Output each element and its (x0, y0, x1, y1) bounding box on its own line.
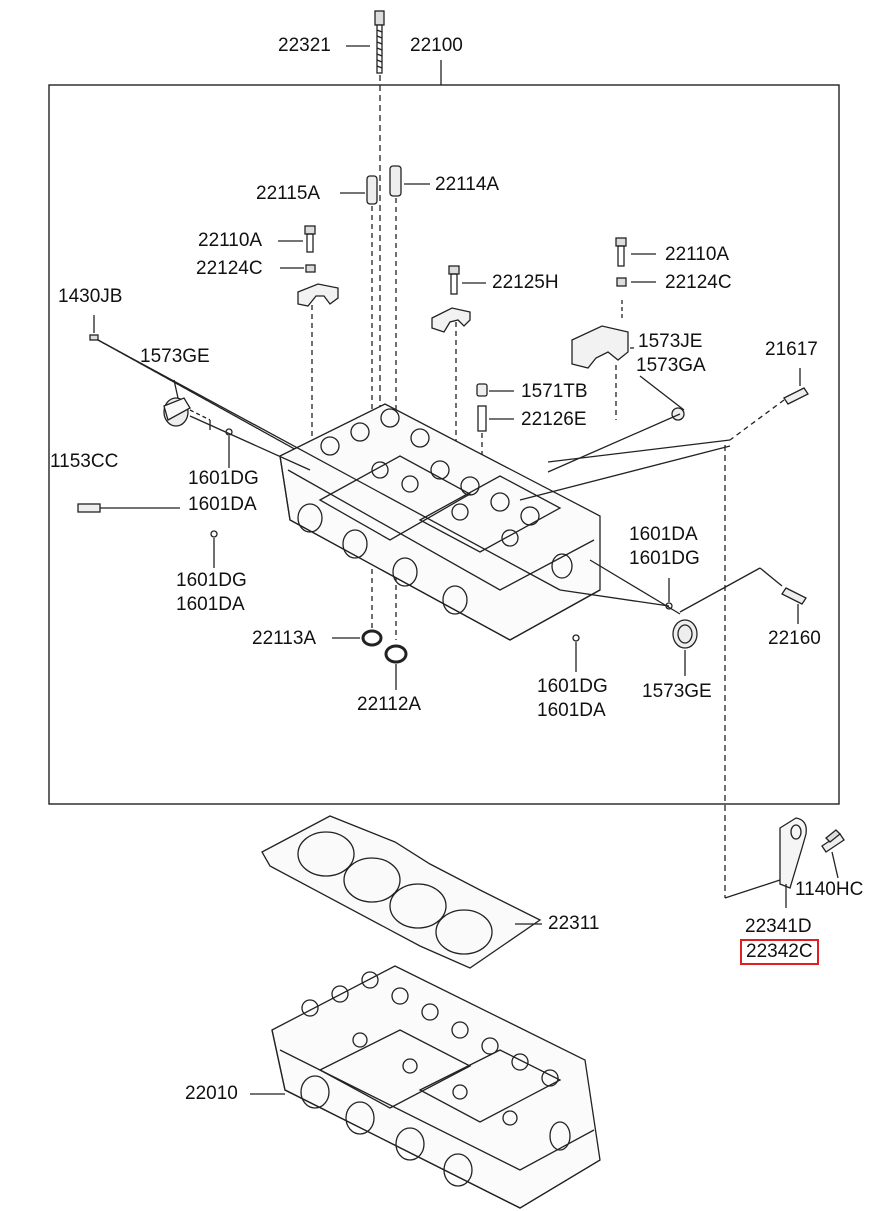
front-cam-cap (571, 325, 629, 369)
label-22010: 22010 (185, 1083, 238, 1104)
cap-plug-bottom (672, 619, 698, 676)
pin-1430JB (89, 334, 99, 341)
cylinder-head-upper (279, 403, 601, 641)
label-1430JB: 1430JB (58, 286, 123, 307)
label-22126E: 22126E (521, 409, 587, 430)
label-22321: 22321 (278, 35, 331, 56)
cap-bolt-middle (448, 265, 486, 295)
label-1573JE: 1573JE (638, 331, 703, 352)
cam-cap-middle (431, 307, 471, 333)
label-22125H: 22125H (492, 272, 559, 293)
cam-cap-left (297, 283, 339, 307)
label-1153CC: 1153CC (50, 451, 119, 472)
head-bolt-22321 (374, 10, 385, 420)
cap-bolt-right (615, 237, 656, 287)
o-ring-22112A (384, 644, 408, 664)
cap-bolt-left (278, 225, 316, 273)
label-1573GE-bottom: 1573GE (642, 681, 712, 702)
label-22342C-highlighted[interactable]: 22342C (740, 939, 819, 965)
o-ring-22113A (361, 629, 383, 647)
stud-1153CC (77, 503, 101, 513)
label-1571TB: 1571TB (521, 381, 588, 402)
label-22113A: 22113A (252, 628, 317, 649)
cap-plug-top (163, 379, 191, 427)
label-1140HC: 1140HC (795, 879, 864, 900)
cylinder-head-assembly-22010 (250, 965, 601, 1209)
label-21617: 21617 (765, 339, 818, 360)
bolt-1140HC (821, 829, 845, 879)
head-gasket-22311 (261, 815, 542, 969)
label-22311: 22311 (548, 913, 600, 934)
label-22341D: 22341D (745, 916, 812, 937)
valve-guide-22115A (340, 175, 378, 420)
label-22115A: 22115A (256, 183, 321, 204)
label-22100: 22100 (410, 35, 463, 56)
label-22124C-left: 22124C (196, 258, 263, 279)
label-22112A: 22112A (357, 694, 422, 715)
label-1601DG-c: 1601DG (176, 570, 247, 591)
label-1601DA-a: 1601DA (188, 494, 257, 515)
label-1601DG-b: 1601DG (629, 548, 700, 569)
label-1601DG-d: 1601DG (537, 676, 608, 697)
label-22160: 22160 (768, 628, 821, 649)
label-22114A: 22114A (435, 174, 500, 195)
assembly-frame (48, 84, 840, 805)
label-1573GA: 1573GA (636, 355, 706, 376)
label-1601DA-b: 1601DA (629, 524, 698, 545)
label-1573GE-top: 1573GE (140, 346, 210, 367)
label-22124C-right: 22124C (665, 272, 732, 293)
stud-21617 (783, 387, 809, 405)
label-1601DG-a: 1601DG (188, 468, 259, 489)
plug-1571TB (476, 383, 488, 397)
label-1601DA-c: 1601DA (176, 594, 245, 615)
pin-22126E (477, 405, 487, 432)
label-22110A-left: 22110A (198, 230, 263, 251)
stud-22160 (781, 587, 807, 605)
label-1601DA-d: 1601DA (537, 700, 606, 721)
label-22110A-right: 22110A (665, 244, 730, 265)
ground-strap-22341D (779, 817, 807, 908)
